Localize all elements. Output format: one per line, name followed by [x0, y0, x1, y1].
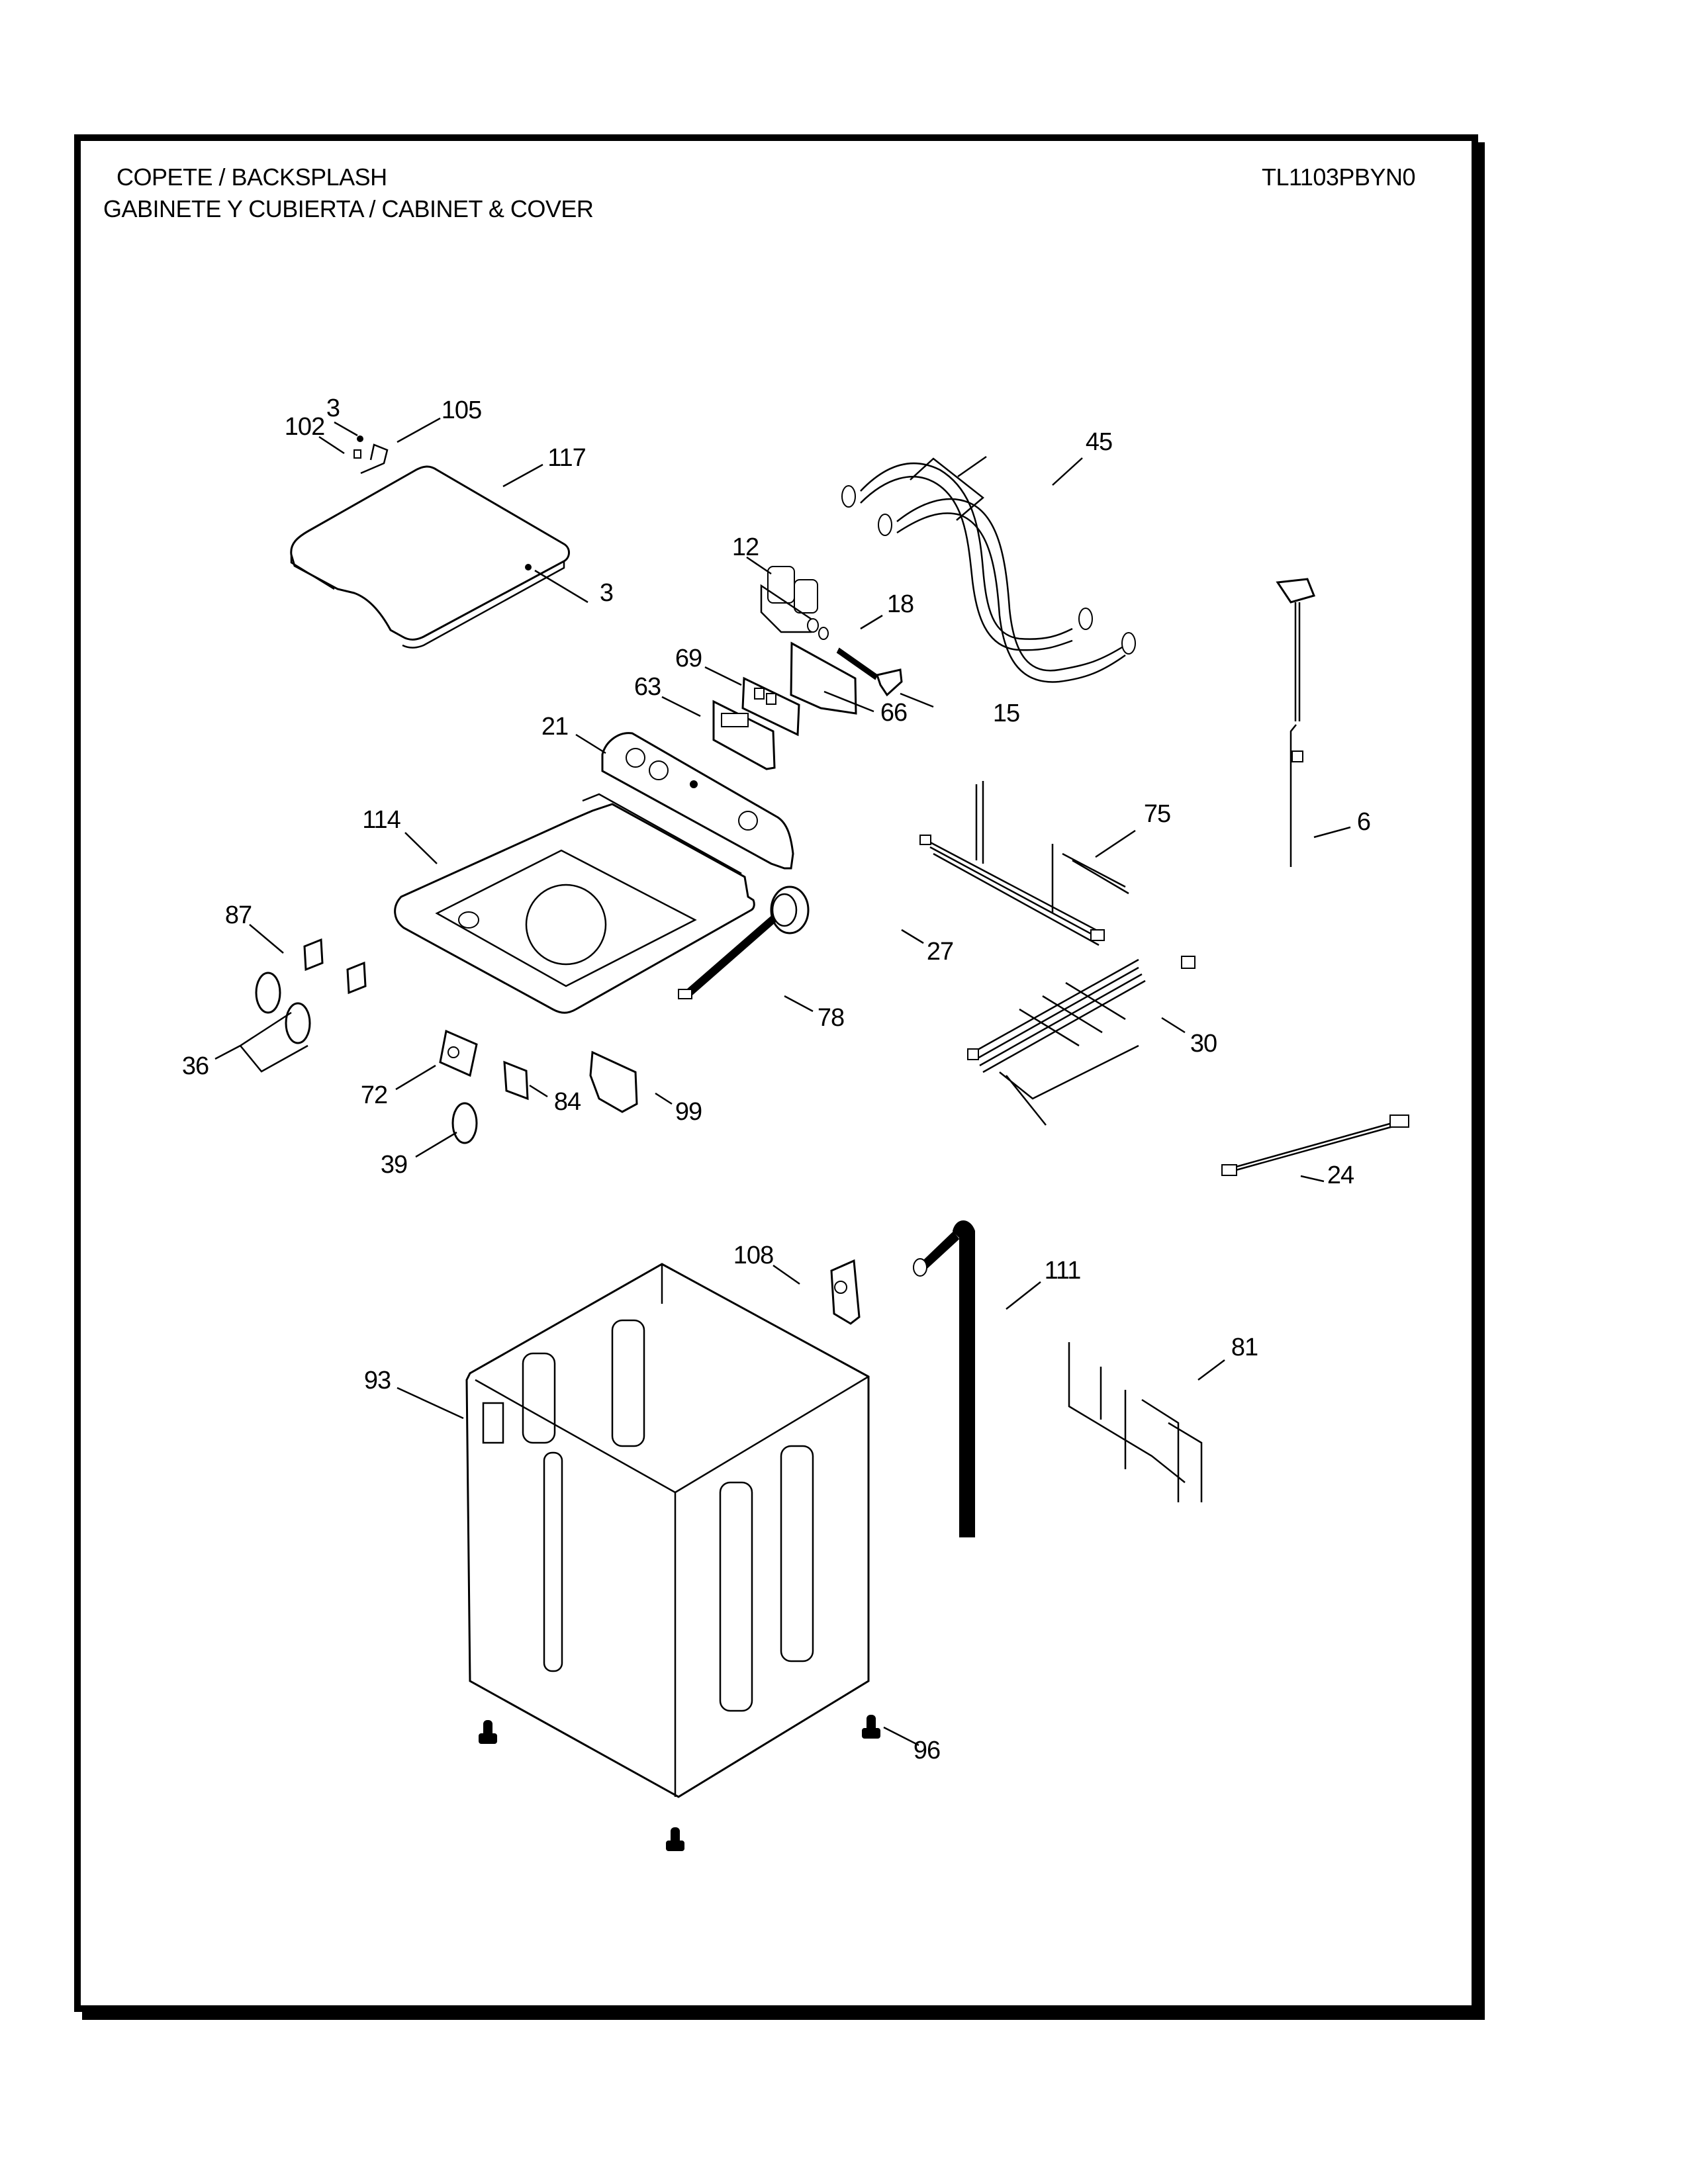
frame-shadow-bottom [82, 2012, 1485, 2020]
callout-3-right: 3 [599, 579, 614, 607]
pressure-tube-part [678, 915, 777, 999]
power-cord-part [1276, 578, 1316, 867]
callout-114: 114 [362, 806, 401, 834]
callout-78: 78 [817, 1004, 845, 1032]
lid-hinge-part [353, 435, 532, 570]
section-title-backsplash: COPETE / BACKSPLASH [117, 163, 387, 191]
callout-69: 69 [675, 645, 702, 672]
callout-111: 111 [1044, 1257, 1082, 1285]
cabinet-part [465, 1263, 870, 1798]
leader-lines [214, 417, 1351, 1747]
callout-102: 102 [284, 413, 325, 441]
callout-87: 87 [224, 901, 252, 929]
callout-72: 72 [360, 1081, 388, 1109]
inlet-hoses-part [841, 455, 1136, 683]
top-cover-part [394, 793, 755, 1014]
nozzle-part [836, 647, 903, 697]
selector-switch-part [439, 1029, 478, 1077]
callout-117: 117 [547, 444, 586, 472]
callout-84: 84 [553, 1088, 581, 1116]
inlet-valve-part [760, 566, 819, 633]
callout-99: 99 [675, 1098, 702, 1126]
jumper-harness-part [1221, 1115, 1409, 1176]
diagram-frame [74, 134, 1478, 2012]
wire-harness-lower-part [1068, 1342, 1203, 1502]
callout-24: 24 [1327, 1161, 1354, 1189]
section-title-cabinet-cover: GABINETE Y CUBIERTA / CABINET & COVER [103, 195, 594, 222]
wire-harness-main-part [967, 956, 1196, 1126]
callout-66: 66 [880, 699, 908, 727]
board-housing-part [712, 700, 776, 770]
callout-96: 96 [913, 1737, 941, 1764]
frame-shadow-right [1478, 142, 1485, 2019]
callout-18: 18 [886, 590, 914, 618]
callout-12: 12 [731, 533, 759, 561]
callout-93: 93 [363, 1367, 391, 1394]
callout-39: 39 [380, 1151, 408, 1179]
wire-harness-upper-part [919, 781, 1129, 946]
clamp-part [818, 627, 829, 640]
callout-30: 30 [1190, 1030, 1217, 1058]
control-board-part [741, 676, 800, 737]
callout-36: 36 [181, 1052, 209, 1080]
switches-part [303, 938, 367, 995]
callout-6: 6 [1356, 808, 1371, 836]
callout-21: 21 [541, 713, 569, 741]
callout-75: 75 [1143, 800, 1171, 828]
model-number: TL1103PBYN0 [1262, 163, 1415, 191]
knobs-part [255, 972, 311, 1044]
bracket-part [790, 641, 857, 715]
callout-63: 63 [633, 673, 661, 701]
callout-45: 45 [1085, 428, 1113, 456]
knob-part [451, 1102, 478, 1144]
pressure-switch-part [770, 886, 810, 934]
lid-part [290, 465, 570, 649]
callout-27: 27 [926, 938, 954, 966]
drain-hose-part [913, 1220, 975, 1537]
hose-bracket-part [830, 1259, 861, 1325]
callout-105: 105 [441, 396, 482, 424]
callout-3-top: 3 [326, 394, 340, 422]
timer-part [589, 1050, 638, 1113]
backsplash-part [601, 732, 794, 870]
callout-15: 15 [992, 700, 1020, 727]
leveling-legs-part [479, 1715, 880, 1851]
callout-108: 108 [733, 1242, 774, 1269]
callout-81: 81 [1231, 1334, 1258, 1361]
lid-switch-part [503, 1060, 529, 1101]
